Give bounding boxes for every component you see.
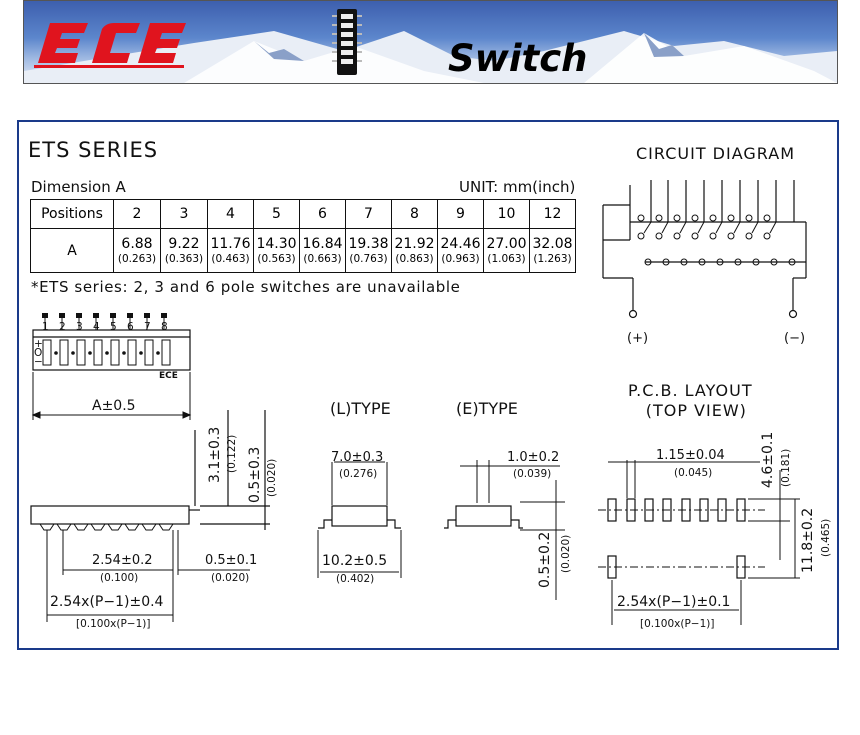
switch-number: 4 — [93, 321, 100, 333]
height-dimension: 3.1±0.3 — [207, 426, 223, 483]
l-type-title: (L)TYPE — [330, 399, 391, 418]
e-type-lead-dimension: 1.0±0.2 — [507, 450, 560, 465]
minus-terminal-label: (−) — [784, 331, 806, 346]
l-type-width-dimension-inch: (0.402) — [336, 573, 375, 585]
page-title: Switch — [448, 37, 588, 80]
dip-switch-photo-icon — [332, 9, 362, 75]
switch-number: 3 — [76, 321, 83, 333]
switch-mark-minus: − — [34, 356, 43, 368]
table-cell: 9 — [437, 199, 484, 229]
l-type-body-dimension-inch: (0.276) — [339, 468, 378, 480]
lead-dimension-inch: (0.020) — [266, 458, 278, 497]
pcb-layout-title: P.C.B. LAYOUT (TOP VIEW) — [628, 381, 753, 421]
l-type-width-dimension: 10.2±0.5 — [322, 553, 388, 569]
series-note: *ETS series: 2, 3 and 6 pole switches ar… — [31, 278, 461, 296]
table-cell: 4 — [207, 199, 254, 229]
table-cell: 12 — [529, 199, 576, 229]
switch-number: 1 — [42, 321, 49, 333]
lead-width-dimension: 0.5±0.1 — [205, 553, 258, 568]
series-title: ETS SERIES — [28, 138, 159, 162]
l-type-drawing — [317, 461, 402, 578]
table-cell: 19.38(0.763) — [345, 228, 392, 273]
table-cell: 32.08(1.263) — [529, 228, 576, 273]
row-header-a: A — [30, 228, 114, 273]
e-type-height-dimension-inch: (0.020) — [560, 534, 572, 573]
plus-terminal-label: (+) — [627, 331, 649, 346]
dimension-table: Positions 2 3 4 5 6 7 8 9 10 12 A 6.88(0… — [30, 199, 576, 273]
spec-frame — [17, 120, 839, 650]
e-type-drawing — [444, 460, 565, 600]
circuit-diagram — [602, 180, 807, 319]
pcb-pitch-dimension: 1.15±0.04 — [656, 448, 725, 463]
table-cell: 3 — [160, 199, 208, 229]
row-header-positions: Positions — [30, 199, 114, 229]
ece-logo — [34, 23, 186, 68]
total-length-dimension: 2.54x(P−1)±0.4 — [50, 594, 164, 610]
pcb-layout-drawing — [598, 460, 800, 625]
pcb-pad-dimension: 4.6±0.1 — [760, 431, 776, 488]
switch-number: 2 — [59, 321, 66, 333]
pcb-title-line1: P.C.B. LAYOUT — [628, 381, 753, 400]
pcb-span-dimension-inch: (0.465) — [820, 518, 832, 557]
table-row-a: A 6.88(0.263) 9.22(0.363) 11.76(0.463) 1… — [30, 228, 576, 273]
switch-top-view — [31, 313, 192, 420]
circuit-diagram-title: CIRCUIT DIAGRAM — [636, 144, 795, 163]
table-cell: 14.30(0.563) — [253, 228, 300, 273]
table-cell: 24.46(0.963) — [437, 228, 484, 273]
table-cell: 5 — [253, 199, 300, 229]
switch-number: 7 — [144, 321, 151, 333]
lead-width-dimension-inch: (0.020) — [211, 572, 250, 584]
height-dimension-inch: (0.122) — [226, 434, 238, 473]
header-banner: Switch — [23, 0, 838, 84]
pcb-title-line2: (TOP VIEW) — [645, 401, 747, 420]
l-type-body-dimension: 7.0±0.3 — [331, 450, 384, 465]
switch-mark-off: O — [34, 347, 43, 359]
switch-number: 6 — [127, 321, 134, 333]
e-type-lead-dimension-inch: (0.039) — [513, 468, 552, 480]
table-cell: 6.88(0.263) — [113, 228, 161, 273]
table-cell: 6 — [299, 199, 346, 229]
pcb-pad-dimension-inch: (0.181) — [780, 448, 792, 487]
pcb-pitch-dimension-inch: (0.045) — [674, 467, 713, 479]
e-type-height-dimension: 0.5±0.2 — [537, 531, 553, 588]
pitch-dimension: 2.54±0.2 — [92, 553, 153, 568]
table-row-positions: Positions 2 3 4 5 6 7 8 9 10 12 — [30, 199, 576, 229]
pcb-total-dimension: 2.54x(P−1)±0.1 — [617, 594, 731, 610]
switch-brand-mark: ECE — [159, 371, 178, 381]
total-length-dimension-inch: [0.100x(P−1)] — [76, 618, 151, 630]
pcb-span-dimension: 11.8±0.2 — [800, 507, 816, 573]
pcb-total-dimension-inch: [0.100x(P−1)] — [640, 618, 715, 630]
switch-number: 8 — [161, 321, 168, 333]
e-type-title: (E)TYPE — [456, 399, 518, 418]
switch-side-view — [30, 410, 270, 622]
switch-mark-plus: + — [34, 338, 43, 350]
dimension-a-label: A±0.5 — [92, 398, 136, 414]
table-cell: 11.76(0.463) — [207, 228, 254, 273]
table-cell: 10 — [483, 199, 530, 229]
unit-label: UNIT: mm(inch) — [459, 178, 576, 196]
lead-dimension: 0.5±0.3 — [247, 446, 263, 503]
switch-number: 5 — [110, 321, 117, 333]
table-cell: 8 — [391, 199, 438, 229]
dimension-label: Dimension A — [31, 178, 126, 196]
pitch-dimension-inch: (0.100) — [100, 572, 139, 584]
